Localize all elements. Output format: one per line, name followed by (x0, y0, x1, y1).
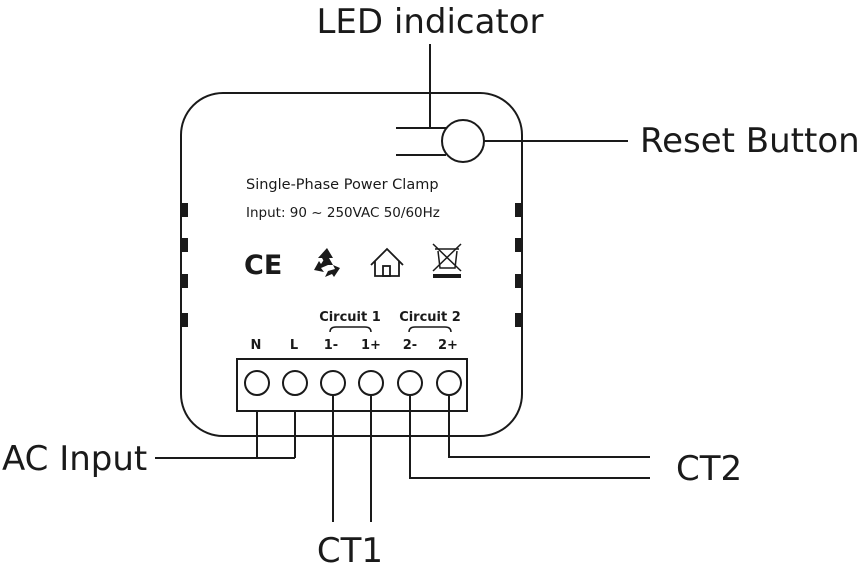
led-indicator (396, 127, 446, 156)
device-title: Single-Phase Power Clamp (246, 177, 439, 193)
ac-input-wires (155, 411, 296, 459)
circuit-2-label: Circuit 2 (399, 310, 461, 325)
home-icon (370, 247, 404, 277)
terminal-screws (244, 370, 462, 396)
led-indicator-label: LED indicator (316, 2, 543, 42)
terminal-label-1-minus: 1- (324, 338, 338, 353)
weee-bin-icon (432, 243, 462, 278)
terminal-block (236, 358, 468, 412)
recycle-icon (314, 248, 340, 277)
ct2-label: CT2 (676, 449, 742, 489)
side-tabs (181, 203, 522, 327)
circuit-1-bracket (329, 326, 372, 333)
terminal-screw-2-plus (436, 370, 462, 396)
reset-button (441, 119, 485, 163)
terminal-label-1-plus: 1+ (361, 338, 381, 353)
circuit-2-bracket (408, 326, 452, 333)
terminal-label-2-minus: 2- (403, 338, 417, 353)
terminal-screw-1-plus (358, 370, 384, 396)
circuit-1-label: Circuit 1 (319, 310, 381, 325)
ce-mark-icon: CE (244, 250, 282, 281)
ct1-label: CT1 (317, 531, 383, 568)
terminal-screw-n (244, 370, 270, 396)
device-body (180, 92, 523, 437)
terminal-screw-2-minus (397, 370, 423, 396)
ct1-wires (332, 395, 372, 522)
terminal-screw-l (282, 370, 308, 396)
reset-button-label: Reset Button (640, 121, 860, 161)
ac-input-label: AC Input (2, 439, 147, 479)
terminal-label-l: L (290, 338, 298, 353)
ct2-wires (409, 395, 650, 479)
terminal-label-n: N (251, 338, 262, 353)
input-spec: Input: 90 ~ 250VAC 50/60Hz (246, 205, 440, 221)
terminal-label-2-plus: 2+ (438, 338, 458, 353)
terminal-screw-1-minus (320, 370, 346, 396)
